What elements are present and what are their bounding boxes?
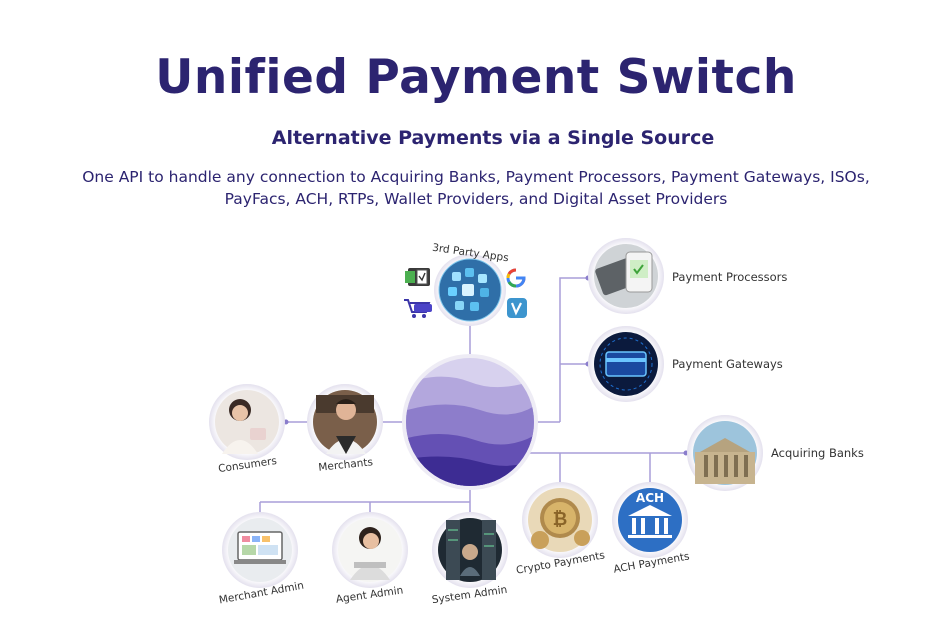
hub-circle (402, 354, 538, 490)
node-crypto-payments: ₿ (522, 482, 598, 558)
node-acquiring-banks (687, 415, 763, 491)
venmo-icon (507, 298, 527, 318)
svg-text:₿: ₿ (553, 509, 568, 530)
label-consumers: Consumers (218, 455, 278, 475)
node-ach-payments: ACH (612, 482, 688, 558)
google-icon (506, 268, 526, 288)
label-payment-gateways: Payment Gateways (672, 357, 783, 371)
node-consumers (209, 384, 285, 460)
node-agent-admin (332, 512, 408, 588)
node-payment-processors (588, 238, 664, 314)
wallet-icon (405, 268, 430, 286)
node-merchants (307, 384, 383, 460)
page-subtitle: Alternative Payments via a Single Source (271, 127, 715, 149)
page-title: Unified Payment Switch (155, 50, 797, 105)
label-merchants: Merchants (318, 456, 374, 474)
node-third-party-apps (434, 254, 506, 326)
node-payment-gateways (588, 326, 664, 402)
cart-icon (404, 299, 432, 318)
label-payment-processors: Payment Processors (672, 270, 788, 284)
page-description: One API to handle any connection to Acqu… (82, 168, 870, 208)
ach-badge-text: ACH (636, 491, 664, 505)
node-system-admin (432, 512, 508, 588)
node-merchant-admin (222, 512, 298, 588)
label-acquiring-banks: Acquiring Banks (771, 446, 864, 460)
